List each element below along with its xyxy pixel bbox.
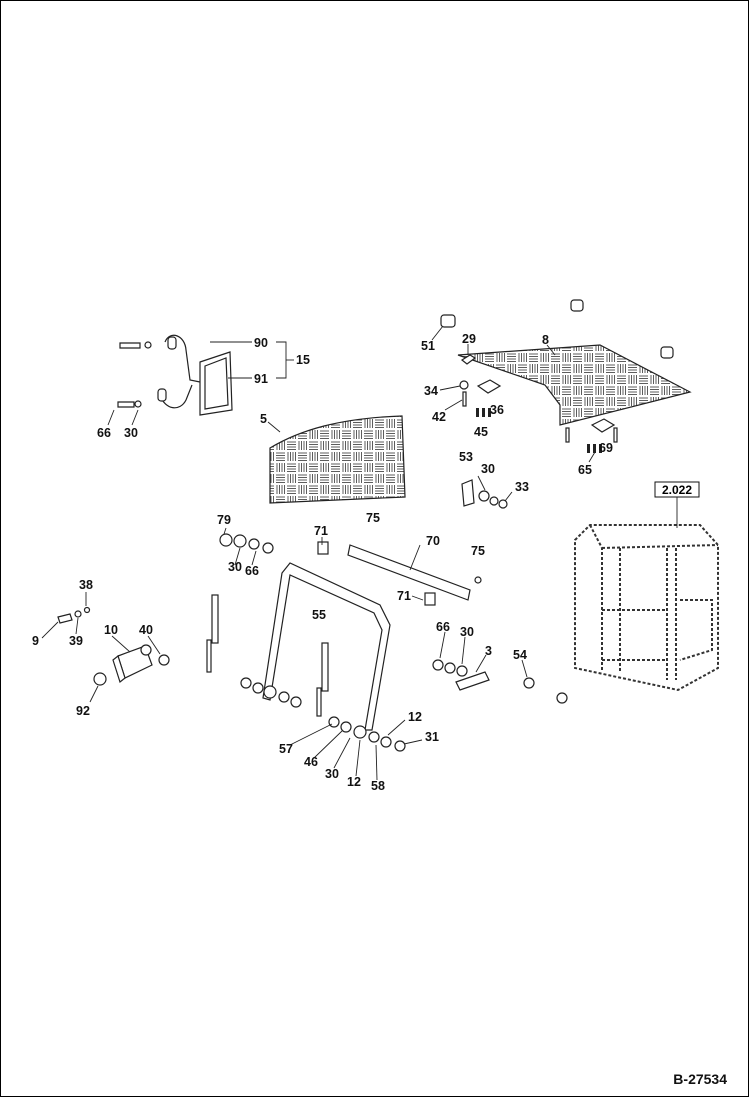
side-tread-plate [267, 415, 406, 504]
callout-57: 57 [279, 742, 293, 756]
callout-30-e: 30 [325, 767, 339, 781]
callout-65: 65 [578, 463, 592, 477]
roof-tread-plate [431, 299, 692, 463]
callout-labels: 90 15 91 66 30 51 29 8 34 42 36 45 69 65… [32, 332, 613, 793]
callout-30-d: 30 [460, 625, 474, 639]
callout-12: 12 [408, 710, 422, 724]
callout-51: 51 [421, 339, 435, 353]
fasteners [219, 527, 568, 781]
callout-54: 54 [513, 648, 527, 662]
callout-55: 55 [312, 608, 326, 622]
document-code: B-27534 [673, 1071, 727, 1087]
callout-66: 66 [97, 426, 111, 440]
callout-79: 79 [217, 513, 231, 527]
callout-10: 10 [104, 623, 118, 637]
callout-75-b: 75 [471, 544, 485, 558]
callout-8: 8 [542, 333, 549, 347]
mirror-assembly [107, 334, 294, 426]
callout-66-b: 66 [245, 564, 259, 578]
callout-5: 5 [260, 412, 267, 426]
callout-69: 69 [599, 441, 613, 455]
callout-40: 40 [139, 623, 153, 637]
callout-39: 39 [69, 634, 83, 648]
callout-92: 92 [76, 704, 90, 718]
callout-90: 90 [254, 336, 268, 350]
callout-46: 46 [304, 755, 318, 769]
gas-struts [206, 594, 329, 717]
callout-58: 58 [371, 779, 385, 793]
callout-36: 36 [490, 403, 504, 417]
callout-12-b: 12 [347, 775, 361, 789]
callout-71-b: 71 [397, 589, 411, 603]
reference-box: 2.022 [654, 481, 700, 528]
callout-42: 42 [432, 410, 446, 424]
callout-70: 70 [426, 534, 440, 548]
reference-label: 2.022 [662, 483, 692, 497]
callout-53: 53 [459, 450, 473, 464]
callout-29: 29 [462, 332, 476, 346]
callout-34: 34 [424, 384, 438, 398]
callout-71: 71 [314, 524, 328, 538]
latch-bracket [461, 475, 513, 509]
callout-3: 3 [485, 644, 492, 658]
callout-33: 33 [515, 480, 529, 494]
cab-reference [574, 524, 719, 692]
callout-30-c: 30 [228, 560, 242, 574]
callout-30: 30 [124, 426, 138, 440]
window-frame [262, 537, 482, 731]
callout-38: 38 [79, 578, 93, 592]
callout-66-c: 66 [436, 620, 450, 634]
callout-15: 15 [296, 353, 310, 367]
callout-9: 9 [32, 634, 39, 648]
callout-30-b: 30 [481, 462, 495, 476]
callout-75: 75 [366, 511, 380, 525]
work-light [41, 592, 170, 703]
callout-31: 31 [425, 730, 439, 744]
callout-91: 91 [254, 372, 268, 386]
callout-45: 45 [474, 425, 488, 439]
